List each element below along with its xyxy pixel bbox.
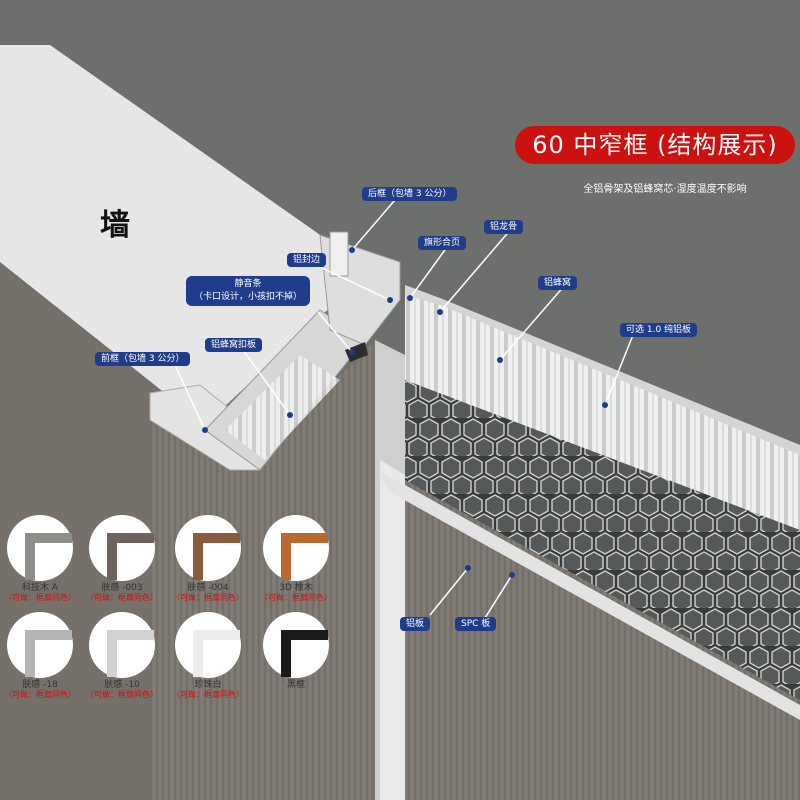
label-front-frame: 前框（包墙 3 公分） xyxy=(95,352,190,366)
swatch-note: （可做：框扇同色） xyxy=(0,689,80,700)
swatch xyxy=(89,515,155,581)
swatch-note: （可做：框扇同色） xyxy=(168,689,248,700)
swatch-name: 黑框 xyxy=(261,677,331,690)
subtitle: 全铝骨架及铝蜂窝芯·湿度温度不影响 xyxy=(540,180,790,195)
swatch-note: （可做：框扇同色） xyxy=(168,592,248,603)
label-aluminum-edge: 铝封边 xyxy=(287,253,326,267)
wall-label: 墙 xyxy=(100,200,130,244)
swatch xyxy=(7,612,73,678)
swatch xyxy=(89,612,155,678)
swatch xyxy=(263,612,329,678)
title-badge: 60 中窄框 (结构展示) xyxy=(515,126,795,164)
label-silent-strip: 静音条 （卡口设计，小孩扣不掉） xyxy=(186,276,310,306)
label-spc-board: SPC 板 xyxy=(455,617,496,631)
label-aluminum-keel: 铝龙骨 xyxy=(484,220,523,234)
swatch xyxy=(175,612,241,678)
swatch xyxy=(175,515,241,581)
swatch xyxy=(263,515,329,581)
frame-profile-cap xyxy=(330,232,348,276)
swatch-note: （可做：框扇同色） xyxy=(0,592,80,603)
label-honeycomb-cover: 铝蜂窝扣板 xyxy=(205,338,262,352)
swatch-note: （可做：框扇同色） xyxy=(256,592,336,603)
swatch xyxy=(7,515,73,581)
silent-strip-note: （卡口设计，小孩扣不掉） xyxy=(194,291,302,304)
label-flag-hinge: 旗形合页 xyxy=(418,236,466,250)
label-aluminum-plate: 铝板 xyxy=(400,617,430,631)
label-optional-plate: 可选 1.0 纯铝板 xyxy=(620,323,697,337)
swatch-note: （可做：框扇同色） xyxy=(82,689,162,700)
silent-strip-title: 静音条 xyxy=(194,278,302,291)
swatch-note: （可做：框扇同色） xyxy=(82,592,162,603)
label-honeycomb: 铝蜂窝 xyxy=(538,276,577,290)
label-rear-frame: 后框（包墙 3 公分） xyxy=(362,187,457,201)
